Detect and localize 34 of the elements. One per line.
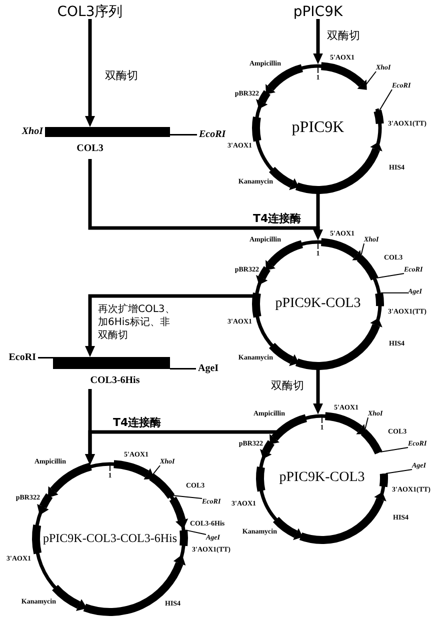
leader-line: [364, 417, 368, 431]
edge-label: T4连接酶: [112, 417, 162, 428]
leader-line: [185, 530, 206, 535]
plasmid-name: pPIC9K-COL3-COL3-6His: [43, 532, 177, 544]
edge-label: 双酶切: [104, 70, 139, 81]
plasmid-name: pPIC9K-COL3: [279, 471, 365, 485]
vector-label: pPIC9K: [293, 5, 343, 19]
restriction-site-label: EcoRI: [199, 130, 226, 140]
edge-label: 双酶切: [326, 30, 361, 41]
leader-line: [380, 292, 408, 294]
arrow: [85, 430, 279, 465]
restriction-site-label: AgeI: [198, 364, 219, 374]
arrow: [313, 19, 323, 64]
edge-label: T4连接酶: [252, 213, 302, 224]
fragment-name: COL3-6His: [90, 376, 140, 386]
leader-line: [360, 243, 364, 257]
arrow: [313, 368, 323, 414]
leader-line: [172, 495, 202, 499]
plasmid-name: pPIC9K-COL3: [275, 297, 361, 311]
leader-line: [385, 469, 412, 474]
fragment-name: COL3: [76, 144, 104, 154]
leader-line: [152, 465, 160, 476]
leader-line: [379, 89, 392, 111]
edge-label: 双酶切: [270, 380, 305, 391]
arrow: [85, 19, 95, 127]
restriction-site-label: EcoRI: [8, 353, 36, 363]
leader-line: [380, 447, 408, 452]
arrow: [85, 294, 255, 357]
plasmid-name: pPIC9K: [292, 120, 344, 136]
leader-line: [365, 71, 376, 86]
restriction-site-label: XhoI: [22, 127, 43, 137]
sequence-label: COL3序列: [57, 5, 123, 19]
arrow: [313, 192, 323, 240]
leader-line: [376, 273, 404, 278]
